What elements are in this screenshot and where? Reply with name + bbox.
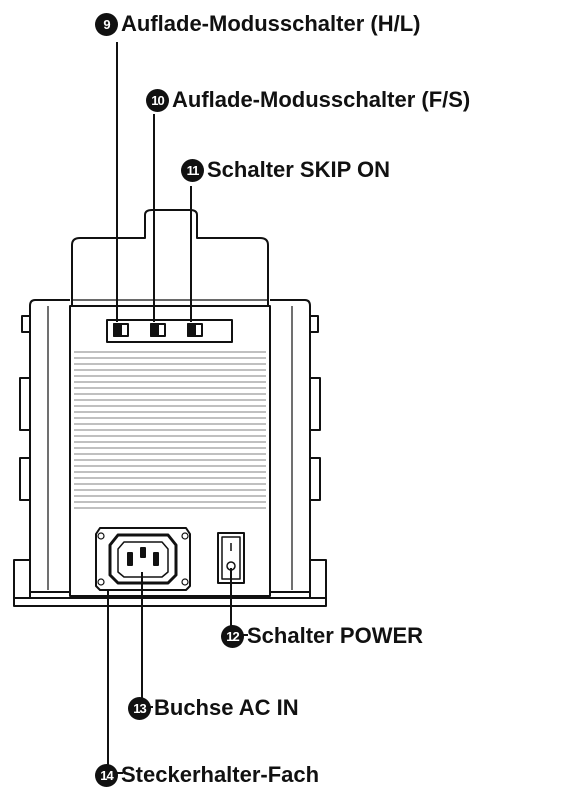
leader-14 bbox=[107, 590, 123, 774]
label-text: Schalter POWER bbox=[247, 623, 424, 648]
label-text: Auflade-Modusschalter (H/L) bbox=[121, 11, 421, 36]
ac-in-socket bbox=[108, 533, 178, 585]
callout-number-14: 14 bbox=[95, 763, 118, 787]
label-skip-on-switch: 11 Schalter SKIP ON bbox=[181, 157, 390, 183]
label-plug-holder: 14 Steckerhalter-Fach bbox=[95, 762, 319, 788]
label-charge-mode-fs: 10 Auflade-Modusschalter (F/S) bbox=[146, 87, 470, 113]
label-ac-in-socket: 13 Buchse AC IN bbox=[128, 695, 299, 721]
callout-number-12: 12 bbox=[221, 624, 244, 648]
callout-number-9: 9 bbox=[95, 12, 118, 36]
callout-number-11: 11 bbox=[181, 158, 204, 182]
label-text: Schalter SKIP ON bbox=[207, 157, 390, 182]
callout-number-10: 10 bbox=[146, 88, 169, 112]
vent-grille bbox=[74, 351, 266, 509]
plug-holder-compartment bbox=[95, 527, 191, 591]
label-text: Steckerhalter-Fach bbox=[121, 762, 320, 787]
switch-panel bbox=[106, 319, 233, 343]
label-text: Auflade-Modusschalter (F/S) bbox=[172, 87, 471, 112]
label-text: Buchse AC IN bbox=[154, 695, 299, 720]
left-side-rail bbox=[29, 299, 70, 593]
label-power-switch: 12 Schalter POWER bbox=[221, 623, 423, 649]
main-body bbox=[69, 305, 271, 597]
right-side-rail bbox=[270, 299, 311, 593]
base bbox=[13, 597, 327, 607]
label-charge-mode-hl: 9 Auflade-Modusschalter (H/L) bbox=[95, 11, 420, 37]
callout-number-13: 13 bbox=[128, 696, 151, 720]
top-housing bbox=[71, 209, 269, 307]
